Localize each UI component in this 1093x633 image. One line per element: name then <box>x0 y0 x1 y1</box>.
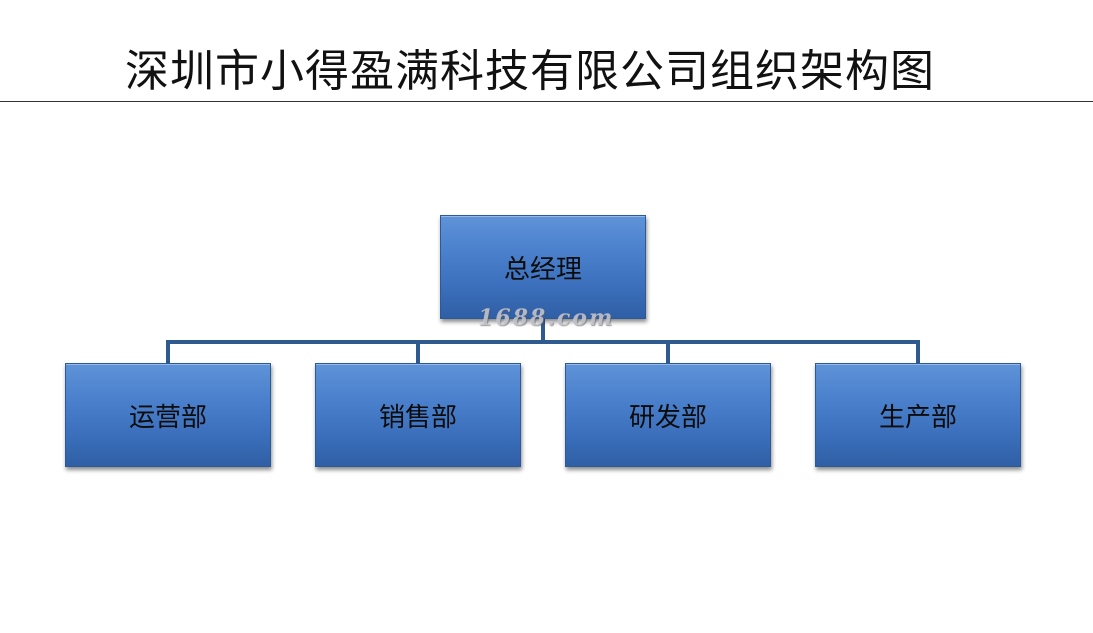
title-divider <box>0 101 1093 102</box>
org-node-label: 总经理 <box>503 254 582 285</box>
org-node-general-manager: 总经理 <box>440 215 646 319</box>
page-title: 深圳市小得盈满科技有限公司组织架构图 <box>125 46 935 97</box>
org-node-production: 生产部 <box>815 363 1021 467</box>
org-node-label: 生产部 <box>878 402 957 433</box>
org-node-rnd: 研发部 <box>565 363 771 467</box>
org-node-sales: 销售部 <box>315 363 521 467</box>
watermark: 1688.com <box>478 305 615 331</box>
org-node-label: 销售部 <box>378 402 457 433</box>
org-node-label: 运营部 <box>128 402 207 433</box>
org-node-label: 研发部 <box>628 402 707 433</box>
org-node-operations: 运营部 <box>65 363 271 467</box>
